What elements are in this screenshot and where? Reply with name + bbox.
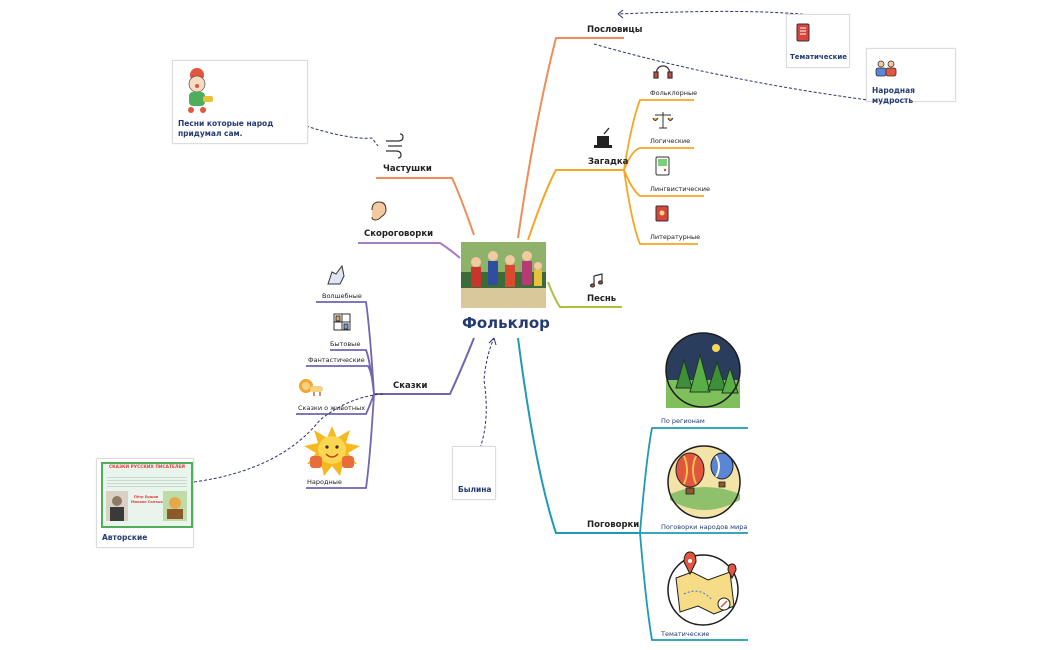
skazki-item-narodnye[interactable]: Народные bbox=[307, 478, 342, 486]
book-art-icon bbox=[163, 491, 187, 521]
edge-chastushki bbox=[376, 177, 475, 236]
pogovorki-item-narodov-mira[interactable]: Поговорки народов мира bbox=[661, 523, 748, 531]
skazki-item-bytovye[interactable]: Бытовые bbox=[330, 340, 361, 348]
people-icon bbox=[875, 60, 897, 77]
lion-icon bbox=[299, 379, 323, 396]
edge-pogovorki bbox=[517, 337, 640, 534]
dashed-avtorskie bbox=[193, 393, 385, 483]
center-image bbox=[461, 242, 546, 308]
dashed-mudrost bbox=[593, 43, 869, 101]
branch-skazki[interactable]: Сказки bbox=[393, 381, 428, 391]
magic-hat-icon bbox=[594, 127, 612, 148]
card-tematicheskie-text: Тематические bbox=[790, 53, 848, 61]
clown-icon bbox=[188, 68, 213, 113]
card-avtorskie[interactable]: СКАЗКИ РУССКИХ ПИСАТЕЛЕЙ Пётр Ершов Миха… bbox=[96, 458, 194, 548]
pogovorki-item-tematicheskie[interactable]: Тематические bbox=[661, 630, 710, 638]
card-tematicheskie[interactable]: Тематические bbox=[786, 14, 850, 68]
unicorn-icon bbox=[327, 264, 345, 285]
headphones-icon bbox=[653, 65, 673, 79]
card-pesni-text: Песни которые народ придумал сам. bbox=[178, 119, 274, 138]
center-title[interactable]: Фольклор bbox=[462, 314, 550, 332]
sun-icon bbox=[304, 426, 360, 476]
ear-icon bbox=[371, 201, 387, 221]
branch-poslovitsy[interactable]: Пословицы bbox=[587, 25, 643, 35]
handheld-game-icon bbox=[655, 156, 670, 176]
branch-zagadka[interactable]: Загадка bbox=[588, 157, 629, 167]
arrow-head-1 bbox=[617, 9, 624, 19]
edge-zagadka bbox=[527, 169, 624, 241]
map-illustration bbox=[667, 551, 739, 626]
skazki-item-o-zhivotnyh[interactable]: Сказки о животных bbox=[298, 404, 366, 412]
notebook-icon bbox=[796, 23, 810, 42]
book-icon bbox=[655, 205, 669, 222]
forest-illustration bbox=[665, 332, 741, 408]
card-pesni[interactable]: Песни которые народ придумал сам. bbox=[172, 60, 308, 144]
edge-skorogovorki bbox=[358, 242, 461, 259]
edge-skazki-sub bbox=[296, 301, 375, 489]
dashed-bylina bbox=[479, 337, 495, 449]
balloons-illustration bbox=[667, 445, 741, 519]
edge-pesn bbox=[547, 281, 622, 308]
portrait-icon bbox=[106, 491, 128, 521]
edge-pogovorki-sub bbox=[639, 427, 748, 641]
edge-poslovitsy bbox=[517, 37, 624, 239]
pogovorki-item-po-regionam[interactable]: По регионам bbox=[661, 417, 705, 425]
book-cover-title: СКАЗКИ РУССКИХ ПИСАТЕЛЕЙ bbox=[109, 465, 185, 470]
branch-pesn[interactable]: Песнь bbox=[587, 294, 617, 304]
arrow-head-2 bbox=[488, 337, 497, 346]
branch-chastushki[interactable]: Частушки bbox=[383, 164, 432, 174]
zagadka-item-lingvisticheskie[interactable]: Лингвистические bbox=[650, 185, 710, 193]
card-bylina[interactable]: Былина bbox=[452, 446, 496, 500]
edge-zagadka-sub bbox=[623, 99, 704, 245]
shelf-icon bbox=[333, 313, 351, 331]
zagadka-item-folklornye[interactable]: Фольклорные bbox=[650, 89, 698, 97]
book-cover-text-lines bbox=[107, 477, 187, 489]
edge-skazki bbox=[374, 337, 475, 395]
book-cover-image: СКАЗКИ РУССКИХ ПИСАТЕЛЕЙ Пётр Ершов Миха… bbox=[101, 462, 193, 528]
skazki-item-volshebnye[interactable]: Волшебные bbox=[322, 292, 362, 300]
zagadka-item-literaturnye[interactable]: Литературные bbox=[650, 233, 701, 241]
card-narodnaya-mudrost-text: Народная мудрость bbox=[872, 86, 915, 105]
dashed-pesni bbox=[305, 125, 379, 147]
branch-skorogovorki[interactable]: Скороговорки bbox=[364, 229, 434, 239]
wind-icon bbox=[386, 133, 404, 159]
branch-pogovorki[interactable]: Поговорки bbox=[587, 520, 640, 530]
card-avtorskie-text: Авторские bbox=[102, 533, 148, 542]
book-cover-authors: Пётр Ершов Михаил Салтыков bbox=[131, 495, 168, 504]
music-notes-icon bbox=[589, 273, 604, 288]
scales-icon bbox=[652, 112, 674, 129]
zagadka-item-logicheskie[interactable]: Логические bbox=[650, 137, 691, 145]
card-bylina-text: Былина bbox=[458, 485, 492, 494]
skazki-item-fantasticheskie[interactable]: Фантастические bbox=[308, 356, 365, 364]
card-narodnaya-mudrost[interactable]: Народная мудрость bbox=[866, 48, 956, 105]
